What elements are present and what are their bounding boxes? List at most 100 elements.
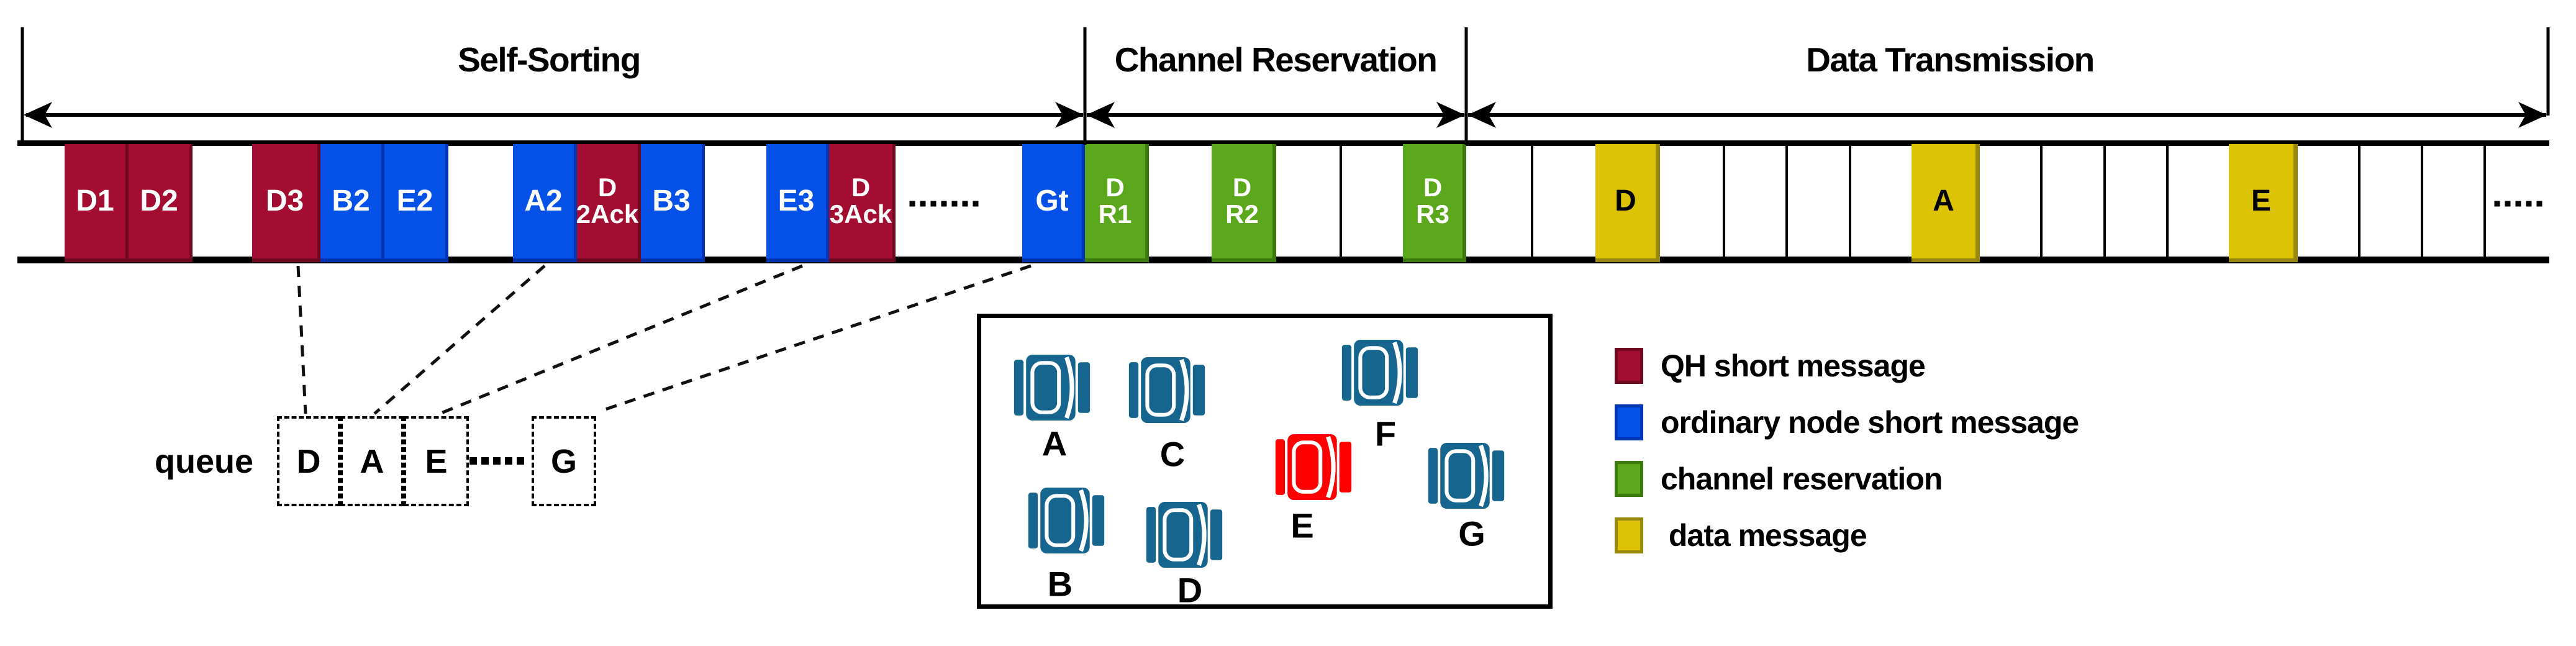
car-icon-A bbox=[1014, 355, 1091, 421]
empty-slot-divider-4 bbox=[1849, 146, 1851, 257]
empty-slot-divider-6 bbox=[2103, 146, 2106, 257]
dot bbox=[517, 457, 524, 465]
car-label-F: F bbox=[1374, 414, 1397, 453]
dot bbox=[2505, 201, 2511, 207]
arrowhead-seg1-right bbox=[1055, 102, 1084, 128]
timeslot-DR1-line: R1 bbox=[1098, 199, 1132, 229]
dot bbox=[951, 201, 958, 207]
timeslot-B3: B3 bbox=[641, 144, 705, 262]
legend-row-data: data message bbox=[1615, 517, 1867, 553]
dot bbox=[2536, 201, 2542, 207]
timeslot-DR3-line: D bbox=[1423, 173, 1443, 202]
legend-row-qh: QH short message bbox=[1615, 348, 1926, 384]
dot bbox=[505, 457, 512, 465]
timeslot-B2: B2 bbox=[320, 144, 384, 262]
dot bbox=[941, 201, 947, 207]
car-icon-C bbox=[1128, 357, 1205, 423]
car-label-A: A bbox=[1041, 424, 1068, 463]
datatx-ellipsis bbox=[2494, 201, 2542, 207]
car-icon-E bbox=[1275, 434, 1352, 500]
timeslot-D1: D1 bbox=[65, 144, 129, 262]
queue-box-A: A bbox=[340, 416, 404, 506]
dot bbox=[2515, 201, 2521, 207]
legend-swatch-qh bbox=[1615, 348, 1643, 384]
car-icon-D bbox=[1146, 502, 1223, 568]
timeslot-D2Ack-line: D bbox=[597, 173, 617, 202]
timeslot-D3: D3 bbox=[252, 144, 320, 262]
timeslot-DR1-line: D bbox=[1105, 173, 1125, 202]
queue-ellipsis bbox=[469, 457, 524, 465]
arrowhead-seg3-left bbox=[1467, 102, 1496, 128]
dot bbox=[2494, 201, 2500, 207]
legend-label-node: ordinary node short message bbox=[1661, 405, 2079, 440]
empty-slot-divider-0 bbox=[1340, 146, 1342, 257]
empty-slot-divider-5 bbox=[2040, 146, 2043, 257]
connector-A2-to-queue-A bbox=[373, 265, 546, 415]
car-label-D: D bbox=[1177, 570, 1203, 610]
dot bbox=[493, 457, 501, 465]
legend-row-node: ordinary node short message bbox=[1615, 404, 2079, 440]
phase-title-channel-reservation: Channel Reservation bbox=[1114, 40, 1438, 79]
timeslot-DR3-line: R3 bbox=[1416, 199, 1449, 229]
dot bbox=[481, 457, 489, 465]
car-icon-B bbox=[1028, 488, 1105, 553]
timeline-top-bar bbox=[17, 140, 2549, 146]
empty-slot-divider-1 bbox=[1531, 146, 1533, 257]
car-label-E: E bbox=[1290, 506, 1314, 545]
timeline-bottom-bar bbox=[17, 257, 2549, 263]
empty-slot-divider-9 bbox=[2421, 146, 2423, 257]
timeslot-A2: A2 bbox=[513, 144, 577, 262]
dot bbox=[962, 201, 968, 207]
empty-slot-divider-3 bbox=[1785, 146, 1788, 257]
dot bbox=[469, 457, 477, 465]
legend-label-qh: QH short message bbox=[1661, 348, 1926, 383]
queue-box-E: E bbox=[404, 416, 469, 506]
arrowhead-left-end bbox=[24, 102, 52, 128]
empty-slot-divider-10 bbox=[2483, 146, 2486, 257]
empty-slot-divider-7 bbox=[2166, 146, 2169, 257]
timeslot-DR2-line: D bbox=[1232, 173, 1252, 202]
dot bbox=[2526, 201, 2532, 207]
legend-label-resv: channel reservation bbox=[1661, 462, 1943, 496]
queue-connector-lines bbox=[296, 264, 1032, 416]
car-icon-F bbox=[1341, 340, 1418, 406]
timeslot-E3: E3 bbox=[766, 144, 829, 262]
connector-E3-to-queue-E bbox=[439, 264, 803, 416]
connector-D3-to-queue-D bbox=[296, 265, 307, 414]
legend-row-resv: channel reservation bbox=[1615, 461, 1943, 497]
arrowhead-right-end bbox=[2518, 102, 2547, 128]
timeslot-Gt: Gt bbox=[1022, 144, 1085, 262]
queue-box-D: D bbox=[277, 416, 340, 506]
connector-Gt-to-queue-G bbox=[597, 264, 1032, 414]
legend-swatch-resv bbox=[1615, 461, 1643, 497]
car-label-B: B bbox=[1047, 564, 1073, 604]
queue-label: queue bbox=[154, 443, 253, 480]
timeslot-A-data: A bbox=[1912, 144, 1980, 262]
legend-swatch-data bbox=[1615, 517, 1643, 553]
timeslot-D3Ack-line: D bbox=[851, 173, 871, 202]
dot bbox=[909, 201, 915, 207]
arrowhead-seg2-left bbox=[1086, 102, 1115, 128]
dot bbox=[973, 201, 979, 207]
phase-title-data-transmission: Data Transmission bbox=[1806, 40, 2095, 79]
selfsorting-ellipsis bbox=[909, 201, 979, 207]
timeslot-D2Ack-line: 2Ack bbox=[576, 199, 639, 229]
timeslot-D-data: D bbox=[1595, 144, 1660, 262]
arrowheads bbox=[24, 102, 2547, 128]
timeslot-E2: E2 bbox=[384, 144, 448, 262]
empty-slot-divider-8 bbox=[2358, 146, 2361, 257]
queue-box-G: G bbox=[532, 416, 596, 506]
empty-slot-divider-2 bbox=[1723, 146, 1725, 257]
phase-title-self-sorting: Self-Sorting bbox=[458, 40, 641, 79]
dot bbox=[920, 201, 926, 207]
legend-swatch-node bbox=[1615, 404, 1643, 440]
timeslot-DR2-line: R2 bbox=[1225, 199, 1259, 229]
timeslot-D3Ack-line: 3Ack bbox=[829, 199, 892, 229]
car-label-C: C bbox=[1159, 434, 1186, 474]
